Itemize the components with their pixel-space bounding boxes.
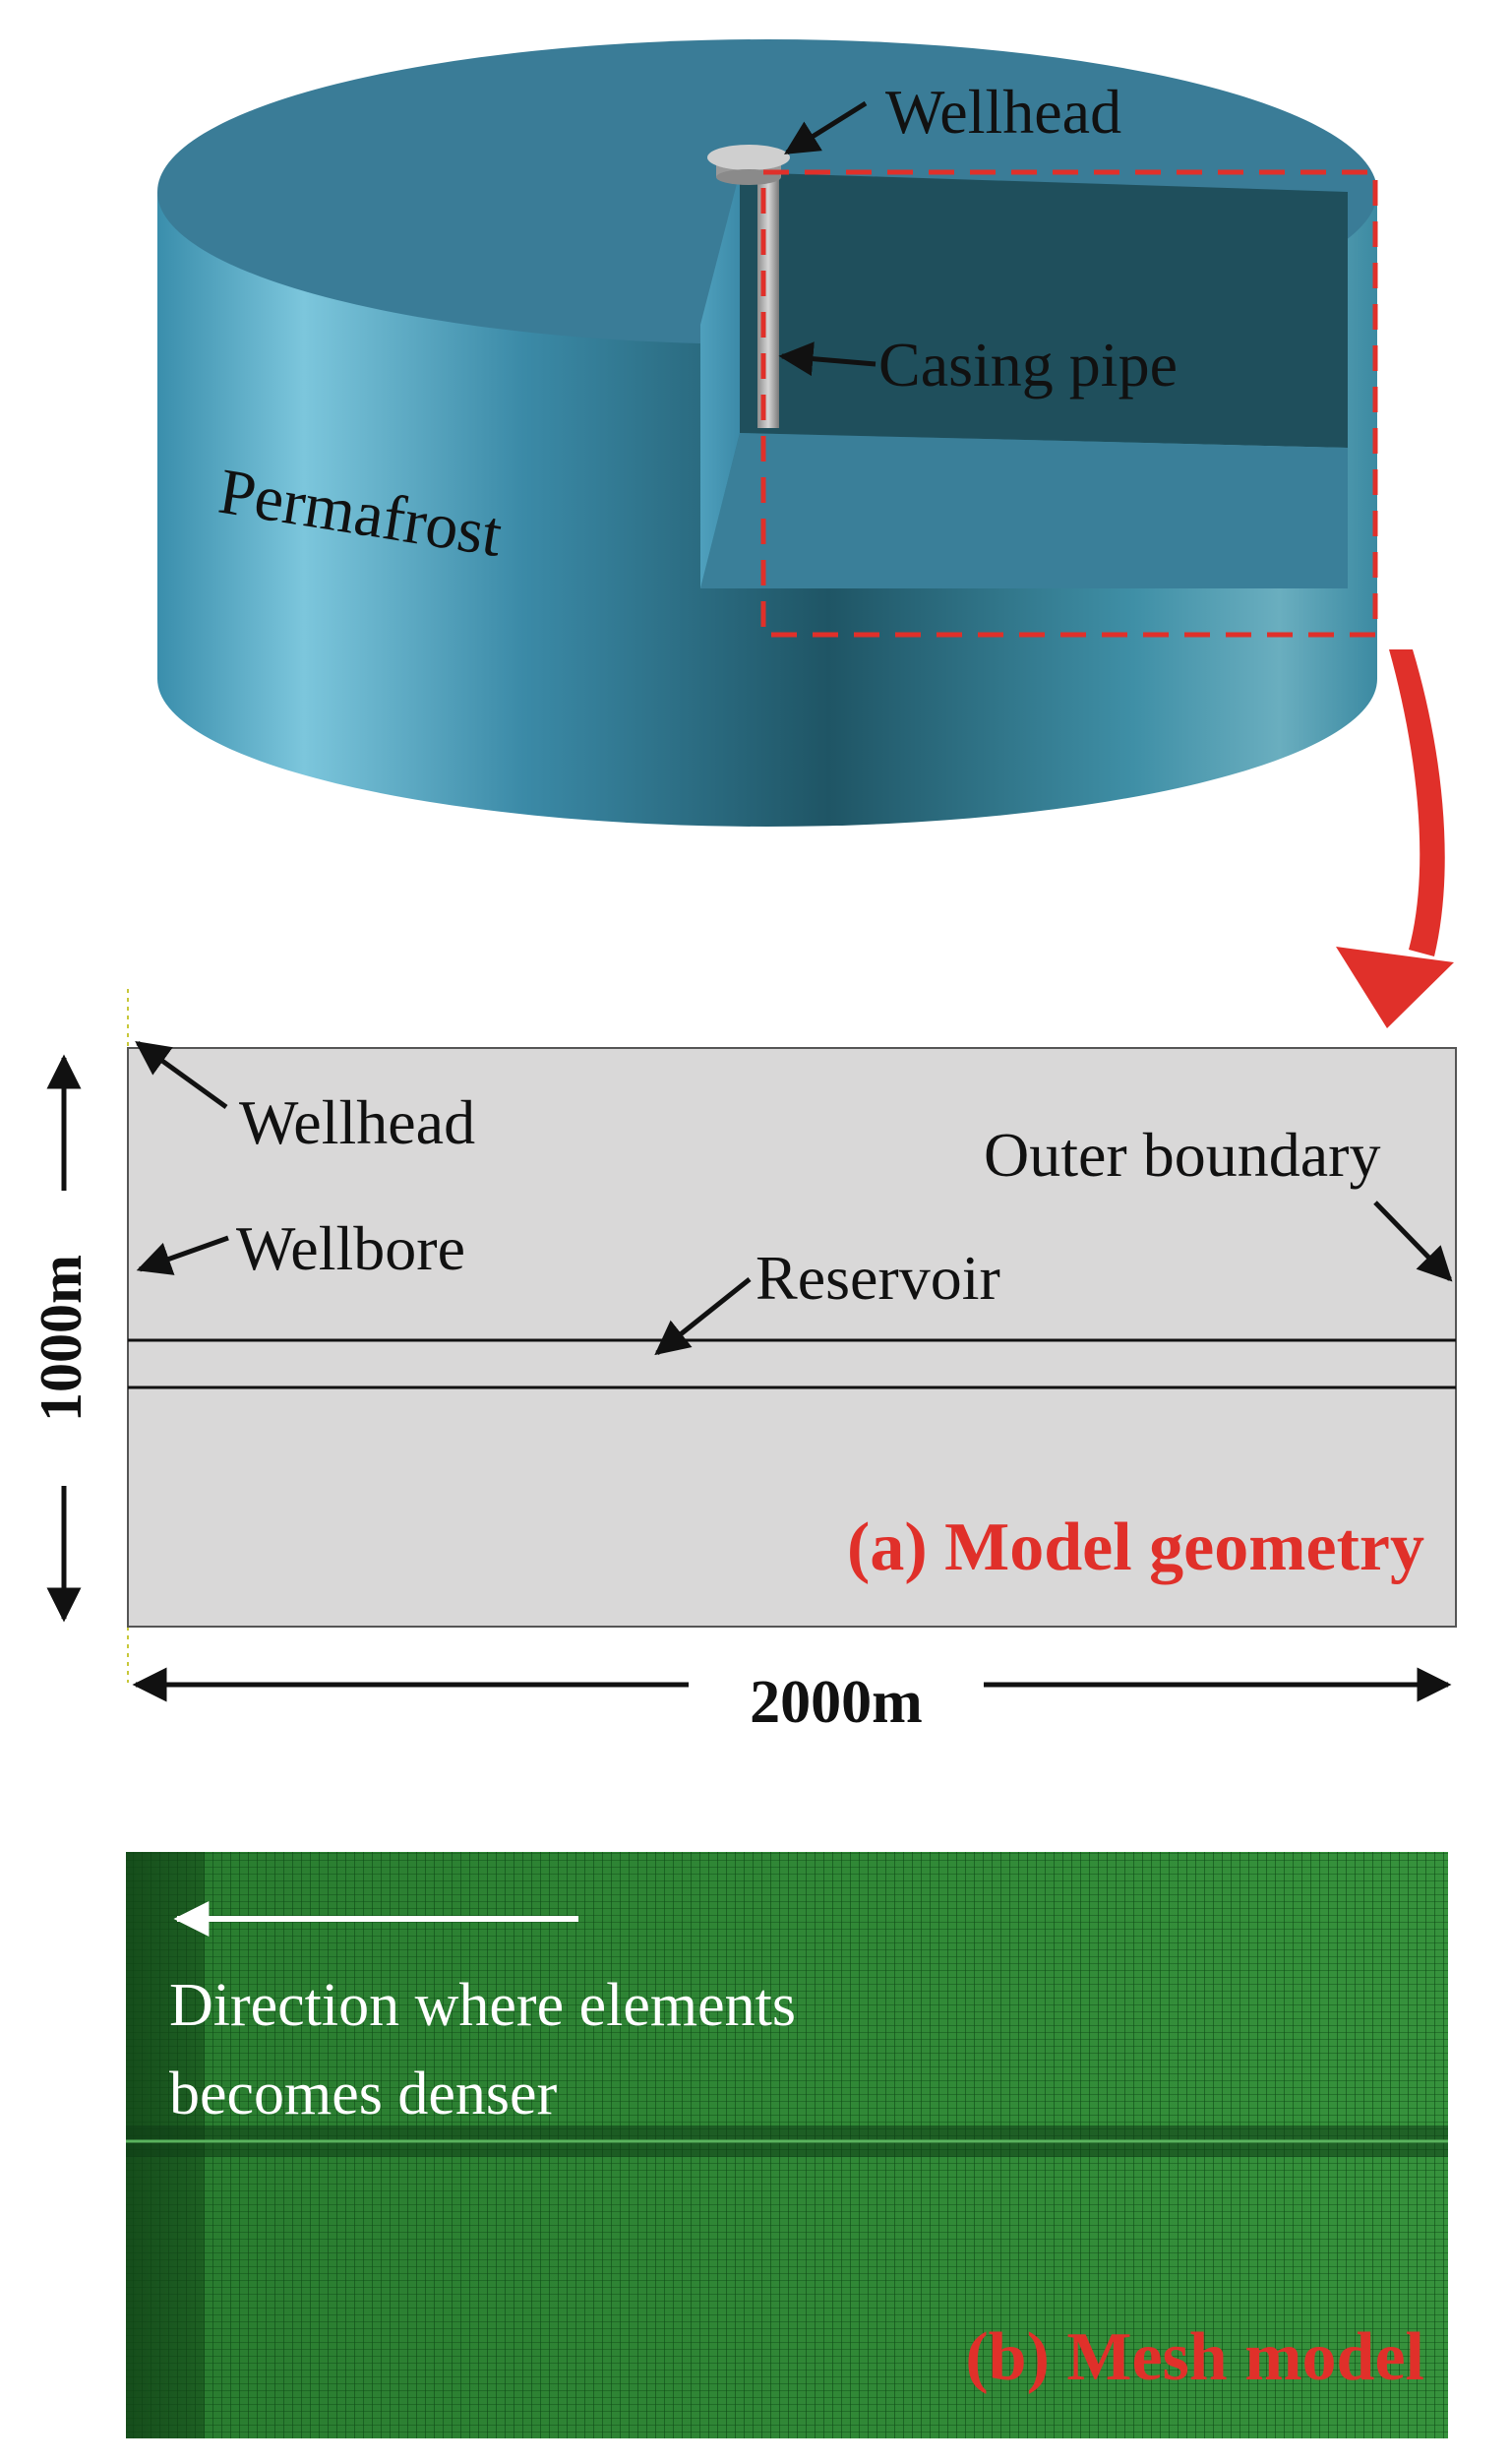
reservoir-label: Reservoir: [756, 1243, 1000, 1313]
width-dimension: 2000m: [750, 1669, 923, 1736]
height-dimension: 1000m: [29, 1255, 93, 1422]
casing-label: Casing pipe: [878, 330, 1178, 400]
cutaway-left-wall: [700, 172, 740, 588]
outer-boundary-arrow: [1373, 1201, 1453, 1282]
mesh-model-panel: Direction where elements becomes denser …: [126, 1852, 1448, 2438]
geometry-title: (a) Model geometry: [847, 1509, 1424, 1585]
casing-pipe: [757, 167, 779, 428]
wellhead-label-3d: Wellhead: [885, 77, 1121, 147]
wellhead-arrow-geometry: [135, 1040, 228, 1110]
wellbore-arrow: [136, 1235, 229, 1275]
reservoir-arrow: [654, 1277, 752, 1356]
wellhead-model: [707, 145, 790, 185]
transition-arrow: [1336, 649, 1454, 1028]
mesh-title: (b) Mesh model: [965, 2319, 1424, 2395]
cutaway-back-wall: [740, 172, 1348, 448]
wellhead-arrow-3d: [784, 100, 868, 155]
wellbore-label: Wellbore: [236, 1213, 465, 1283]
wellhead-label-geometry: Wellhead: [239, 1087, 475, 1157]
highlight-box: [760, 169, 1378, 638]
model-geometry-panel: 1000m 2000m Wellhead Wellbore Reservoir …: [29, 989, 1457, 1736]
cylinder-3d-view: Wellhead Casing pipe Permafrost: [157, 39, 1378, 827]
geometry-rect: [127, 1047, 1457, 1628]
direction-text-line1: Direction where elements: [169, 1972, 796, 2039]
casing-arrow: [778, 341, 876, 377]
outer-boundary-label: Outer boundary: [984, 1120, 1380, 1190]
direction-text-line2: becomes denser: [169, 2061, 558, 2127]
cutaway-floor: [700, 433, 1348, 588]
